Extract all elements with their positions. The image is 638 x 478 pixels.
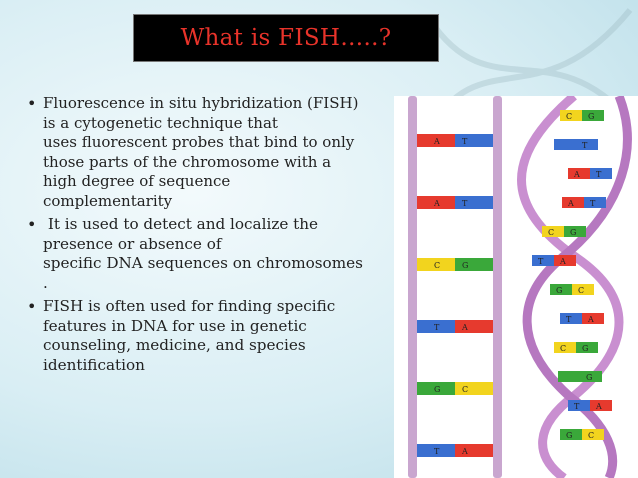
helix-rung-left [550,284,572,295]
helix-rung-right [576,139,598,150]
helix-rung-right [582,429,604,440]
ladder-rung-left [417,444,455,457]
base-letter: G [462,261,468,270]
base-letter: G [434,385,440,394]
base-letter: C [434,261,440,270]
ladder-backbone-right [493,96,502,478]
base-letter: T [596,170,602,179]
bullet-line: . [43,273,48,292]
base-letter: C [588,431,594,440]
bullet-line: FISH is often used for finding specific [43,297,336,315]
dna-illustration: A T A T C G T A G C T A C G T A T A T C G T A G C T A C G G T A G C [394,96,638,478]
helix-rung-left [558,371,580,382]
bullet-item: Fluorescence in situ hybridization (FISH… [27,94,402,211]
base-letter: A [595,402,602,411]
ladder-rung-right [455,444,493,457]
helix-rung-right [572,284,594,295]
ladder-backbone-left [408,96,417,478]
base-letter: T [566,315,572,324]
base-letter: A [433,199,440,208]
bullet-line: complementarity [43,191,173,210]
ladder-rung-right [455,320,493,333]
bullet-line: high degree of sequence [43,172,231,190]
bullet-line: identification [43,355,145,374]
bullet-line: Fluorescence in situ hybridization (FISH… [43,94,359,112]
helix-rung-right [554,255,576,266]
helix-rung-left [554,139,576,150]
slide-title: What is FISH…..? [180,25,392,51]
base-letter: T [538,257,544,266]
ladder-rung-right [455,196,493,209]
base-letter: G [570,228,576,237]
helix-rung-right [582,313,604,324]
bullet-line: It is used to detect and localize the [43,215,319,233]
ladder-rung-left [417,382,455,395]
ladder-rung-left [417,134,455,147]
base-letter: C [462,385,468,394]
bullet-line: uses fluorescent probes that bind to onl… [43,133,355,151]
bullet-line: specific DNA sequences on chromosomes [43,254,363,272]
ladder-rung-right [455,258,493,271]
base-letter: G [586,373,592,382]
helix-rung-left [562,197,584,208]
helix-rung-right [564,226,586,237]
base-letter: T [434,323,440,332]
dna-diagram: A T A T C G T A G C T A C G T A T A T C G T A G C T A C G G T A G C [408,96,632,478]
base-letter: C [548,228,554,237]
helix-rung-right [580,371,602,382]
title-box: What is FISH…..? [133,14,439,62]
bullet-item: It is used to detect and localize the pr… [27,215,402,293]
helix-rung-right [584,197,606,208]
helix-rung-left [568,400,590,411]
helix-rung-left [560,313,582,324]
base-letter: T [574,402,580,411]
base-letter: C [578,286,584,295]
bullet-line: presence or absence of [43,234,222,253]
bullet-line: features in DNA for use in genetic [43,316,307,335]
base-letter: G [556,286,562,295]
base-letter: G [582,344,588,353]
base-letter: T [462,199,468,208]
ladder-rung-left [417,196,455,209]
base-letter: A [573,170,580,179]
base-letter: T [462,137,468,146]
base-letter: A [461,323,468,332]
helix-rung-left [568,168,590,179]
bullet-line: those parts of the chromosome with a [43,152,332,171]
bullet-line: is a cytogenetic technique that [43,113,278,132]
base-letter: C [566,112,572,121]
helix-rung-right [590,400,612,411]
ladder-rung-right [455,134,493,147]
helix-rung-left [560,429,582,440]
ladder-rung-right [455,382,493,395]
base-letter: A [567,199,574,208]
base-letter: G [588,112,594,121]
base-letter: A [587,315,594,324]
helix-rung-right [582,110,604,121]
helix-rung-left [554,342,576,353]
base-letter: A [461,447,468,456]
helix-strand-1 [517,96,624,478]
base-letter: G [566,431,572,440]
base-letter: C [560,344,566,353]
bullet-line: counseling, medicine, and species [43,336,306,354]
bullet-item: FISH is often used for finding specific … [27,297,402,375]
bullet-list: Fluorescence in situ hybridization (FISH… [27,94,402,379]
helix-rung-left [542,226,564,237]
base-letter: A [433,137,440,146]
helix-rung-right [576,342,598,353]
base-letter: T [590,199,596,208]
base-letter: T [582,141,588,150]
base-letter: A [559,257,566,266]
ladder-rung-left [417,320,455,333]
helix-rung-right [590,168,612,179]
ladder-rung-left [417,258,455,271]
base-letter: T [434,447,440,456]
helix-rung-left [560,110,582,121]
helix-rung-left [532,255,554,266]
